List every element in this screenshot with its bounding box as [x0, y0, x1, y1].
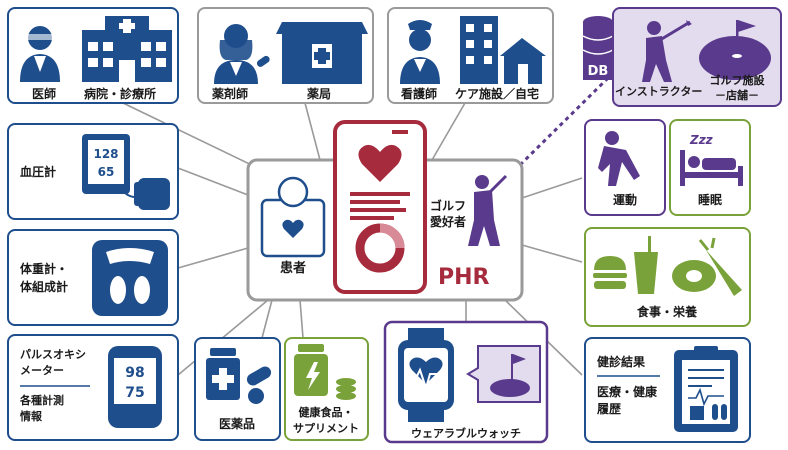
medical-record-icon — [674, 346, 738, 432]
golf-instructor-icon — [642, 20, 692, 82]
golfer-label-2: 愛好者 — [430, 214, 466, 229]
medicine-bottle-icon — [206, 348, 272, 404]
bp-reading-top: 128 — [93, 147, 118, 161]
golfer-label-1: ゴルフ — [430, 198, 466, 213]
patient-icon — [260, 176, 326, 258]
golfer-icon — [468, 174, 508, 246]
pharmacist-label: 薬剤師 — [212, 86, 248, 101]
supplement-bottle-icon — [294, 344, 356, 400]
supplement-label-1: 健康食品・ — [299, 405, 354, 419]
node-nurse-care: 看護師 ケア施設／自宅 — [387, 7, 554, 104]
blood-pressure-monitor-icon: 128 65 — [82, 134, 170, 210]
hospital-icon — [82, 16, 172, 82]
meter-label-1: 各種計測 — [19, 393, 64, 407]
database-icon — [582, 16, 614, 70]
node-doctor-hospital: 医師 病院・診療所 — [7, 7, 179, 104]
pulse-oximeter-icon: 98 75 — [108, 346, 162, 428]
node-scale: 体重計・ 体組成計 — [7, 229, 179, 326]
checkup-label-3: 履歴 — [596, 402, 621, 416]
burger-icon — [593, 256, 627, 289]
node-supplement: 健康食品・ サプリメント — [284, 337, 369, 441]
node-golf-facility: DB インストラクター ゴルフ施設 －店舗－ — [582, 7, 782, 107]
golf-facility-label-1: ゴルフ施設 — [710, 73, 766, 87]
golf-facility-label-2: －店舗－ — [715, 88, 759, 102]
medicine-label: 医薬品 — [219, 416, 255, 431]
golf-hole-bubble-icon — [466, 345, 541, 403]
nurse-icon — [400, 20, 440, 84]
wearable-label: ウェアラブルウォッチ — [411, 426, 521, 440]
node-checkup: 健診結果 医療・健康 履歴 — [584, 337, 751, 443]
supplement-label-2: サプリメント — [293, 421, 359, 435]
instructor-label: インストラクター — [615, 85, 702, 98]
meat-vegetable-icon — [672, 237, 742, 296]
pharmacist-icon — [214, 24, 270, 84]
checkup-label-1: 健診結果 — [597, 354, 645, 369]
pharmacy-label: 薬局 — [307, 86, 331, 101]
scale-label-1: 体重計・ — [20, 261, 68, 276]
doctor-icon — [20, 26, 60, 82]
scale-label-2: 体組成計 — [20, 279, 68, 294]
node-exercise: 運動 — [584, 119, 666, 216]
sleep-bed-icon — [680, 150, 743, 186]
patient-label: 患者 — [280, 260, 306, 276]
doctor-label: 医師 — [32, 86, 56, 101]
care-label: ケア施設／自宅 — [455, 86, 539, 101]
node-pharmacist-pharmacy: 薬剤師 薬局 — [197, 7, 374, 104]
oxi-reading-top: 98 — [125, 365, 144, 381]
sleep-label: 睡眠 — [698, 192, 722, 207]
oxi-reading-bottom: 75 — [125, 385, 144, 401]
db-label: DB — [588, 64, 609, 79]
pharmacy-icon — [276, 22, 368, 84]
smartphone-icon — [333, 120, 427, 294]
nurse-label: 看護師 — [401, 86, 437, 101]
phr-label: PHR — [438, 265, 490, 290]
golf-course-icon — [699, 20, 771, 80]
node-food: 食事・栄養 — [584, 227, 751, 327]
pulse-label-2: メーター — [20, 364, 64, 377]
node-wearable-watch: ウェアラブルウォッチ — [383, 320, 549, 444]
bp-label: 血圧計 — [20, 164, 56, 179]
drink-icon — [634, 236, 658, 294]
node-blood-pressure: 血圧計 128 65 — [7, 123, 179, 220]
smartwatch-icon — [398, 328, 454, 422]
center-panel: 患者 ゴルフ 愛好者 PHR — [246, 120, 524, 302]
pulse-label-1: パルスオキシ — [20, 348, 86, 361]
checkup-label-2: 医療・健康 — [597, 384, 658, 399]
node-medicine: 医薬品 — [194, 337, 281, 441]
bp-reading-bottom: 65 — [98, 165, 115, 179]
care-facility-icon — [460, 16, 546, 84]
hospital-label: 病院・診療所 — [84, 86, 156, 101]
exercise-icon — [598, 131, 640, 186]
zzz-text: Zzz — [689, 133, 714, 147]
node-sleep: Zzz 睡眠 — [669, 119, 751, 216]
meter-label-2: 情報 — [20, 409, 43, 423]
exercise-label: 運動 — [613, 192, 637, 207]
food-label: 食事・栄養 — [636, 304, 697, 319]
weight-scale-icon — [92, 240, 168, 316]
heart-icon — [358, 144, 402, 182]
node-pulse-oximeter: パルスオキシ メーター 各種計測 情報 98 75 — [7, 334, 179, 441]
